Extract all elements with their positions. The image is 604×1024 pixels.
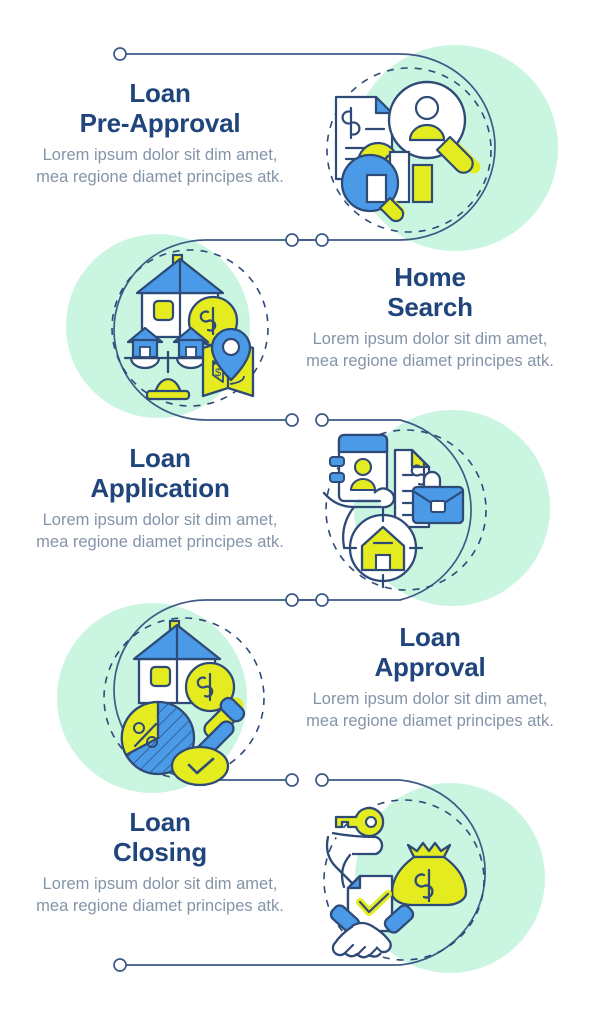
step-2-title: Home Search — [305, 262, 555, 322]
connector-node-3-end — [285, 593, 299, 607]
briefcase-icon — [411, 470, 465, 525]
step-5-title-line1: Loan — [129, 807, 191, 837]
connector-node-end — [113, 958, 127, 972]
house-balance-scale-icon — [123, 326, 213, 401]
connector-node-1-end — [285, 233, 299, 247]
step-1-title-line1: Loan — [129, 78, 191, 108]
loan-closing-icon — [310, 785, 500, 975]
check-coin-icon — [170, 745, 230, 787]
step-4-title-line1: Loan — [399, 622, 461, 652]
connector-node-4-end — [285, 773, 299, 787]
step-4-title-line2: Approval — [374, 652, 486, 682]
step-1-title-line2: Pre-Approval — [79, 108, 241, 138]
hand-id-card-icon — [322, 433, 396, 549]
step-3-title-line2: Application — [90, 473, 230, 503]
money-bag-icon — [390, 841, 468, 907]
step-1-title: Loan Pre-Approval — [35, 78, 285, 138]
step-3-text-block: Loan Application Lorem ipsum dolor sit d… — [35, 443, 285, 553]
step-4-title: Loan Approval — [305, 622, 555, 682]
check-document-icon — [346, 874, 394, 933]
step-5-title: Loan Closing — [35, 807, 285, 867]
home-search-icon: $ — [95, 233, 285, 423]
bar-chart-magnifier-icon — [340, 150, 434, 223]
person-magnifier-icon — [387, 80, 481, 174]
dollar-coin-icon — [184, 661, 236, 713]
step-3-description: Lorem ipsum dolor sit dim amet, mea regi… — [36, 511, 284, 551]
step-4-description: Lorem ipsum dolor sit dim amet, mea regi… — [306, 690, 554, 730]
scale-house-right — [172, 326, 210, 359]
connector-node-start — [113, 47, 127, 61]
step-5-text-block: Loan Closing Lorem ipsum dolor sit dim a… — [35, 807, 285, 917]
loan-application-icon — [312, 415, 502, 605]
loan-pre-approval-icon — [314, 55, 504, 245]
map-pin-icon: $ — [201, 327, 255, 398]
loan-approval-icon — [90, 603, 280, 793]
step-2-title-line2: Search — [387, 292, 473, 322]
step-4-text-block: Loan Approval Lorem ipsum dolor sit dim … — [305, 622, 555, 732]
svg-text:$: $ — [215, 367, 221, 379]
connector-node-2-end — [285, 413, 299, 427]
step-5-description: Lorem ipsum dolor sit dim amet, mea regi… — [36, 875, 284, 915]
step-1-text-block: Loan Pre-Approval Lorem ipsum dolor sit … — [35, 78, 285, 188]
step-2-description: Lorem ipsum dolor sit dim amet, mea regi… — [306, 330, 554, 370]
step-2-title-line1: Home — [394, 262, 466, 292]
step-3-title-line1: Loan — [129, 443, 191, 473]
scale-house-left — [126, 326, 164, 359]
handshake-icon — [329, 904, 415, 959]
step-5-title-line2: Closing — [113, 837, 207, 867]
step-2-text-block: Home Search Lorem ipsum dolor sit dim am… — [305, 262, 555, 372]
house-target-icon — [342, 507, 424, 589]
hand-key-icon — [325, 806, 385, 889]
step-3-title: Loan Application — [35, 443, 285, 503]
step-1-description: Lorem ipsum dolor sit dim amet, mea regi… — [36, 146, 284, 186]
